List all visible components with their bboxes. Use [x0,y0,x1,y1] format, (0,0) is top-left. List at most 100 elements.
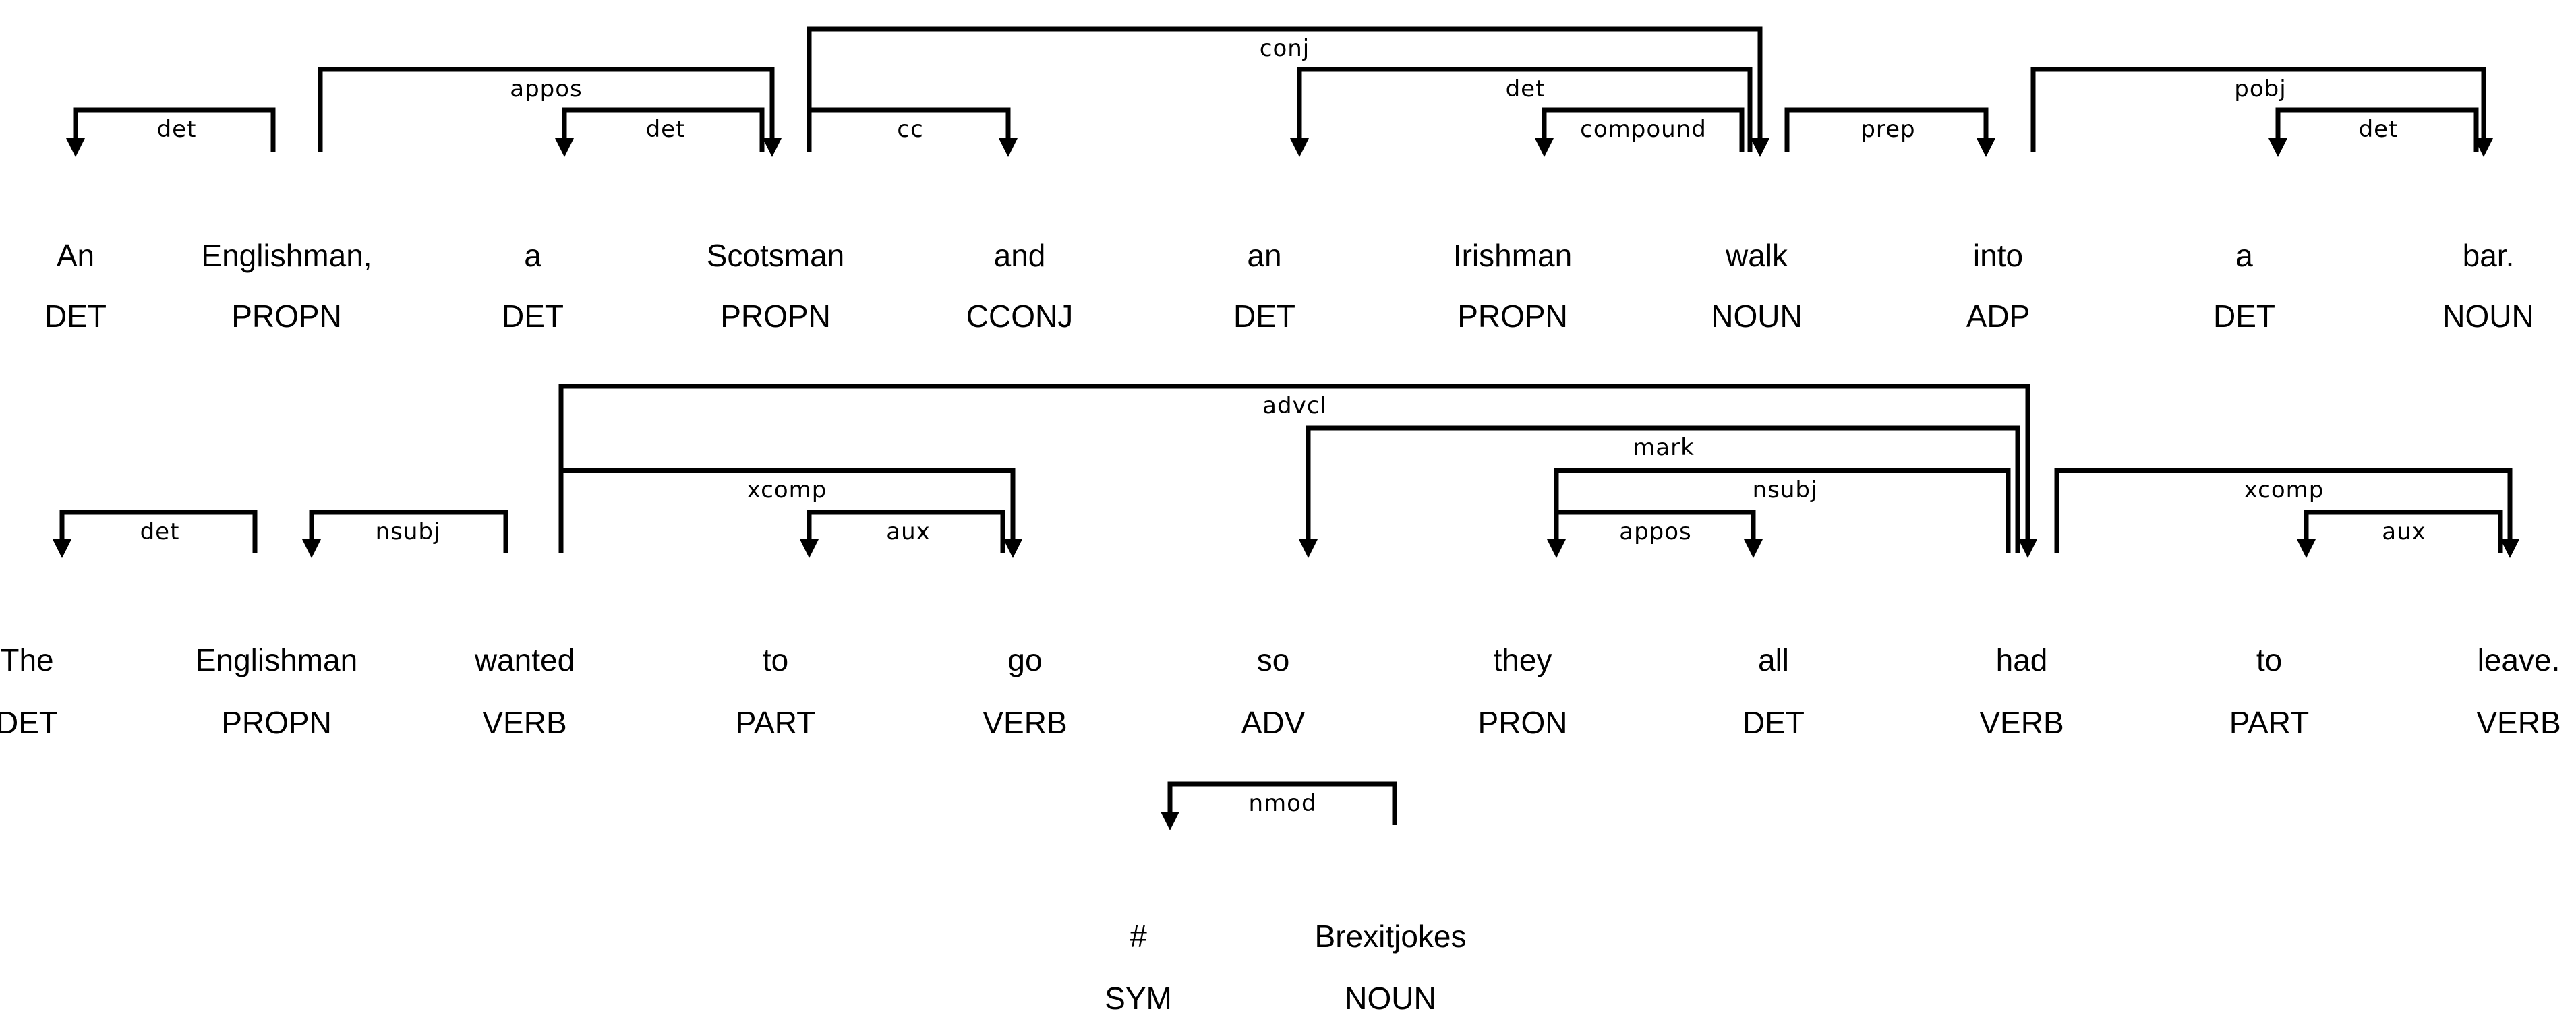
token-word: Brexitjokes [1315,919,1467,954]
token: bar.NOUN [2442,238,2534,334]
token-pos-tag: PROPN [720,299,831,334]
arrow-head-icon [66,138,85,157]
arc-label: cc [897,116,923,143]
arc-label: nsubj [1753,477,1818,504]
dependency-arc-nsubj: nsubj [302,510,508,558]
arc-line [558,468,1016,553]
arc-line [1784,107,1989,152]
token-pos-tag: ADV [1241,705,1306,740]
token-word: leave. [2478,642,2560,677]
token-word: Irishman [1453,238,1572,273]
arc-label: pobj [2234,75,2286,102]
token-pos-tag: SYM [1105,981,1172,1016]
arrow-head-icon [1977,138,1995,157]
token-word: # [1130,919,1147,954]
arc-label: det [2359,116,2399,143]
token-pos-tag: PROPN [221,705,332,740]
arrow-head-icon [1290,138,1309,157]
token-word: a [2235,238,2253,273]
arc-line [1297,67,1753,152]
dependency-arc-cc: cc [807,107,1018,157]
dependency-arc-det: det [53,510,258,558]
token-word: they [1494,642,1552,677]
arc-label: conj [1260,35,1310,62]
token-word: wanted [474,642,575,677]
token-word: so [1257,642,1290,677]
arrow-head-icon [2297,539,2316,558]
arrow-head-icon [1161,812,1179,830]
dependency-arc-mark: mark [1299,425,2020,558]
arc-line [807,107,1011,152]
dependency-arc-appos: appos [1554,510,1763,558]
token-pos-tag: DET [1743,705,1805,740]
arc-line [2030,67,2486,152]
token-word: Englishman, [201,238,372,273]
token-pos-tag: VERB [482,705,566,740]
token: # SYM [1105,919,1172,1016]
token-word: into [1973,238,2023,273]
arc-label: nmod [1248,790,1316,817]
dependency-arc-prep: prep [1784,107,1995,157]
token-word: had [1996,642,2048,677]
dependency-arc-det: det [555,107,765,157]
token-word: The [0,642,53,677]
token-pos-tag: PART [2229,705,2309,740]
arc-line [1542,107,1745,152]
dependency-arc-xcomp: xcomp [558,468,1022,558]
token-pos-tag: DET [2213,299,2275,334]
token-pos-tag: PART [736,705,815,740]
arc-label: appos [510,75,583,102]
token: Englishman,PROPN [201,238,372,334]
token-pos-tag: DET [502,299,564,334]
arc-line [1167,781,1397,825]
token-word: go [1007,642,1042,677]
dependency-arc-conj: conj [807,26,1769,157]
arc-line [562,107,765,152]
token-word: to [763,642,788,677]
arrow-head-icon [800,539,819,558]
arc-label: det [157,116,197,143]
token-pos-tag: PROPN [1457,299,1568,334]
token-word: Englishman [196,642,357,677]
arc-line [2054,468,2513,553]
token-pos-tag: DET [45,299,107,334]
arrow-head-icon [2268,138,2287,157]
arrow-head-icon [763,138,782,157]
arc-label: mark [1633,434,1695,461]
token-word: An [57,238,94,273]
token-pos-tag: VERB [983,705,1067,740]
dependency-arc-nmod: nmod [1161,781,1397,830]
arc-line [807,510,1005,553]
arc-label: aux [886,518,931,545]
token-pos-tag: VERB [1979,705,2063,740]
token-word: to [2256,642,2282,677]
dependency-arc-nsubj: nsubj [1547,468,2011,558]
token: leave.VERB [2476,642,2560,740]
arc-line [2275,107,2479,152]
arrow-head-icon [2474,138,2493,157]
arc-label: advcl [1262,392,1327,419]
token-pos-tag: NOUN [1345,981,1436,1016]
token-word: Scotsman [707,238,845,273]
arc-label: xcomp [747,477,827,504]
arc-line [1554,468,2011,553]
dependency-arc-det: det [2268,107,2479,157]
arc-label: appos [1619,518,1692,545]
arc-line [309,510,508,553]
token-pos-tag: ADP [1966,299,2030,334]
